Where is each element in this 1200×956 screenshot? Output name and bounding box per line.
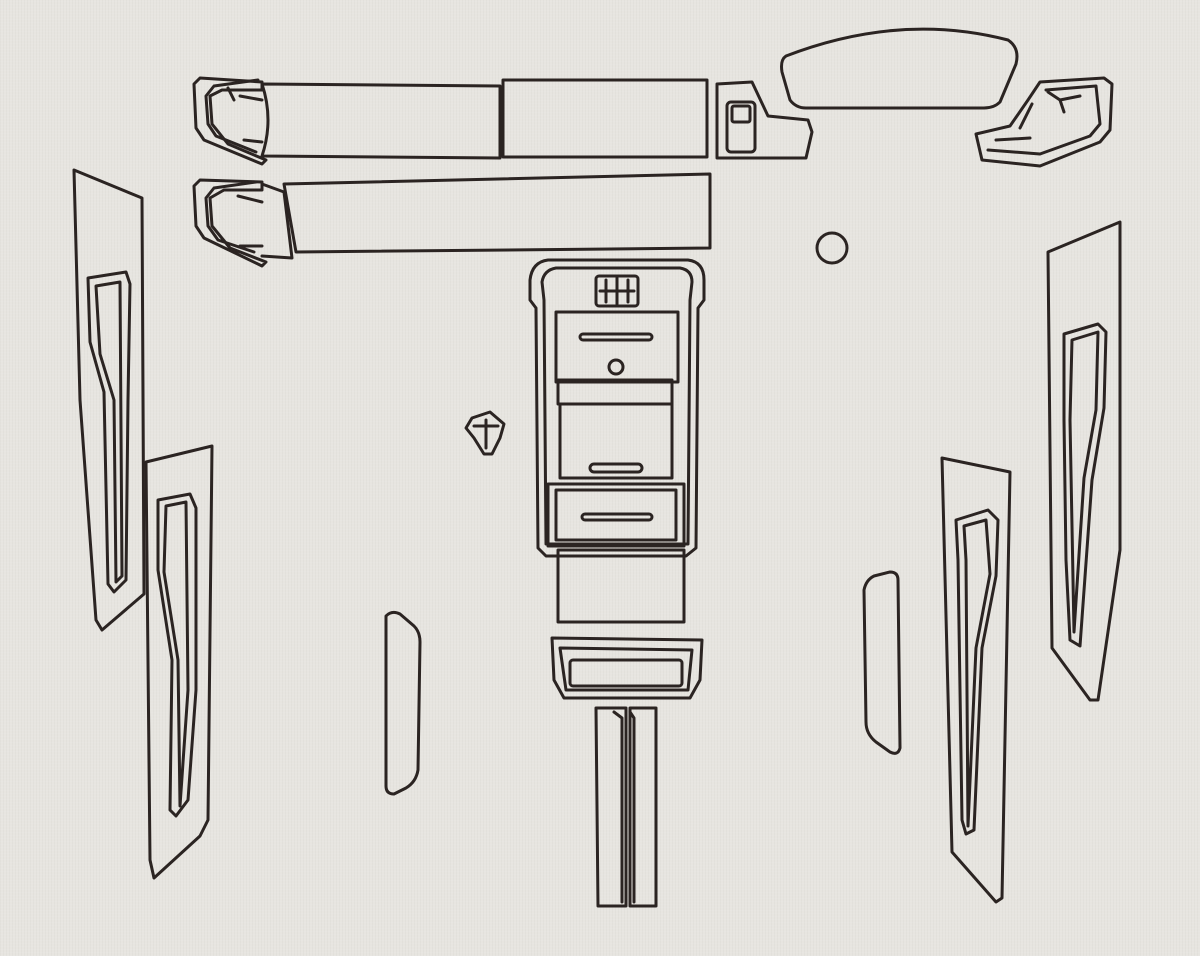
console-climate-panel (554, 310, 680, 384)
door-trim-front-left (72, 168, 146, 632)
console-armrest-trim (550, 636, 704, 700)
console-rear-strip-left (594, 706, 628, 908)
door-handle-trim-right (862, 570, 902, 755)
round-button-cutout (815, 231, 849, 265)
console-cupholder-panel (546, 462, 686, 548)
center-console-top-frame (528, 258, 706, 558)
door-trim-rear-right (940, 456, 1012, 904)
console-rear-strip-right (628, 706, 658, 908)
dash-panel-left-upper-right (501, 78, 709, 159)
instrument-cluster-hood (780, 27, 1019, 110)
dash-panel-left-upper-end (192, 76, 268, 166)
dash-panel-left-upper-center (260, 82, 502, 160)
dash-panel-left-lower-strip (282, 172, 712, 254)
small-shield-trim (464, 410, 506, 456)
console-lower-plate (556, 548, 686, 624)
door-trim-rear-left (144, 444, 214, 880)
door-handle-trim-left (384, 610, 422, 796)
dash-panel-left-lower-end (192, 178, 294, 268)
console-storage-panel (556, 378, 674, 480)
door-trim-front-right (1046, 220, 1122, 702)
dash-panel-right-end (974, 76, 1114, 168)
vent-control-trim (715, 80, 814, 160)
